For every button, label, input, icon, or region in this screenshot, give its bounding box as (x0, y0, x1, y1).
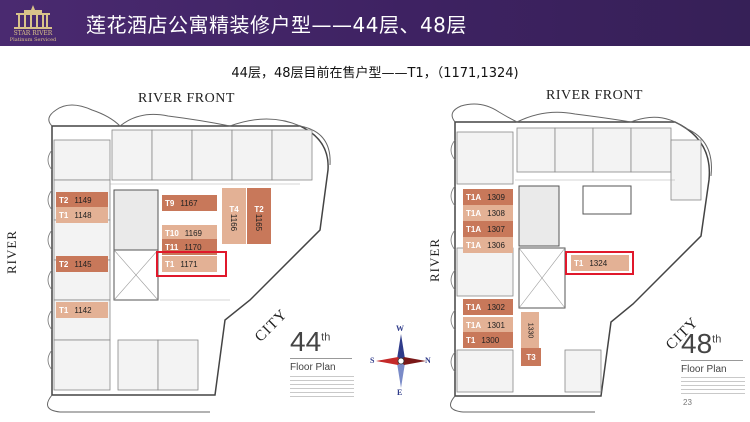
unit-t1a-1309: T1A 1309 (463, 189, 513, 205)
subtitle: 44层，48层目前在售户型——T1，（1171,1324) (231, 66, 519, 81)
unit-number: 1169 (184, 228, 202, 238)
unit-number: 1171 (180, 259, 198, 269)
unit-code: T1 (59, 210, 69, 220)
unit-1330: 1330 (521, 312, 539, 348)
unit-t10-1169: T10 1169 (162, 225, 217, 241)
unit-t1-1300: T1 1300 (463, 332, 513, 348)
unit-t3: T3 (521, 348, 541, 366)
floor-suffix: th (321, 331, 331, 344)
unit-t2-1145: T2 1145 (56, 256, 108, 272)
unit-code: T2 (59, 259, 69, 269)
floor-plan-48-drawing (450, 103, 712, 413)
unit-code: T1 (165, 259, 175, 269)
unit-code: T1 (466, 335, 476, 345)
floor-number-48: 48th (681, 328, 721, 360)
unit-number: 1306 (487, 240, 505, 250)
compass: W S N E (370, 324, 432, 397)
unit-code: T11 (165, 242, 179, 252)
unit-t1a-1307: T1A 1307 (463, 221, 513, 237)
unit-number: 1324 (589, 258, 608, 268)
highlight-box-1324 (565, 251, 634, 275)
floor-number: 44 (290, 326, 322, 357)
unit-number: 1308 (487, 208, 505, 218)
highlight-box-1171 (156, 251, 227, 277)
floor-plan-notes (290, 376, 354, 398)
unit-code: T4 (229, 205, 239, 214)
unit-number: 1145 (74, 259, 92, 269)
unit-t1a-1306: T1A 1306 (463, 237, 513, 253)
floor-number: 48 (681, 328, 713, 359)
unit-t1a-1302: T1A 1302 (463, 299, 513, 315)
unit-number: 1307 (487, 224, 505, 234)
floor-number-44: 44th (290, 326, 330, 358)
unit-code: T1A (466, 192, 482, 202)
compass-w: W (396, 324, 404, 333)
unit-number: 1330 (526, 322, 534, 338)
unit-t9-1167: T9 1167 (162, 195, 217, 211)
unit-t1-1324[interactable]: T1 1324 (571, 255, 629, 271)
unit-number: 1166 (229, 213, 239, 232)
logo-line-2: Platinum Serviced (9, 37, 57, 43)
river-front-label: RIVER FRONT (546, 88, 643, 103)
unit-t2-1149: T2 1149 (56, 192, 108, 208)
unit-t1-1148: T1 1148 (56, 207, 108, 223)
unit-t1-1142: T1 1142 (56, 302, 108, 318)
unit-code: T10 (165, 228, 179, 238)
unit-number: 1309 (487, 192, 505, 202)
page-title: 莲花酒店公寓精装修户型——44层、48层 (86, 13, 467, 37)
unit-number: 1148 (74, 210, 92, 220)
floor-suffix: th (712, 333, 722, 346)
compass-e: E (397, 388, 403, 397)
unit-number: 1300 (481, 335, 500, 345)
caption-divider (290, 358, 352, 359)
title-bar: STAR RIVER Platinum Serviced 莲花酒店公寓精装修户型… (0, 0, 750, 46)
unit-number: 1142 (74, 305, 92, 315)
floor-plan-notes (681, 377, 745, 395)
unit-number: 1165 (254, 213, 264, 232)
unit-t1a-1301: T1A 1301 (463, 317, 513, 333)
unit-code: T1A (466, 320, 482, 330)
unit-number: 1302 (487, 302, 505, 312)
unit-t1-1171[interactable]: T1 1171 (162, 256, 217, 272)
logo-line-1: STAR RIVER (13, 30, 53, 37)
unit-code: T1A (466, 208, 482, 218)
page-number: 23 (683, 398, 692, 407)
floor-plan-caption: Floor Plan (681, 364, 727, 375)
floor-plan-caption: Floor Plan (290, 362, 336, 373)
unit-code: T1A (466, 302, 482, 312)
unit-code: T1A (466, 240, 482, 250)
unit-number: 1170 (184, 242, 202, 252)
unit-code: T1 (574, 258, 584, 268)
unit-number: 1167 (180, 198, 198, 208)
unit-t1a-1308: T1A 1308 (463, 205, 513, 221)
river-front-label: RIVER FRONT (138, 91, 235, 106)
river-label: RIVER (427, 238, 442, 282)
unit-code: T1 (59, 305, 69, 315)
compass-s: S (370, 356, 375, 365)
unit-number: 1149 (74, 195, 92, 205)
logo: STAR RIVER Platinum Serviced (4, 2, 62, 44)
caption-divider (681, 360, 743, 361)
unit-code: T3 (526, 352, 536, 362)
compass-n: N (425, 356, 431, 365)
unit-code: T9 (165, 198, 175, 208)
unit-code: T1A (466, 224, 482, 234)
river-label: RIVER (4, 230, 19, 274)
unit-code: T2 (59, 195, 69, 205)
unit-number: 1301 (487, 320, 505, 330)
unit-code: T2 (254, 205, 264, 214)
